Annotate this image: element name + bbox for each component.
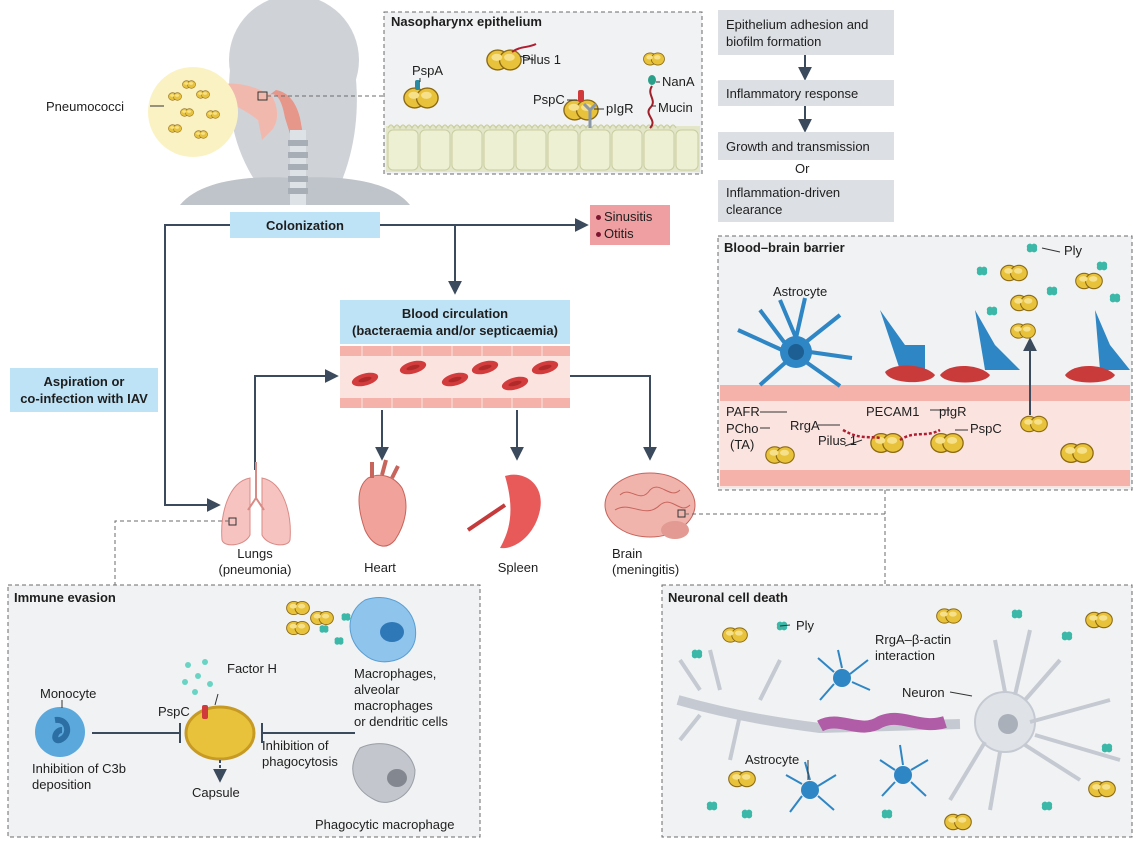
macrophages-label: Macrophages, alveolar macrophages or den… [354,666,448,730]
ta-label: (TA) [730,437,755,452]
pecam1-label: PECAM1 [866,404,920,419]
inhibition-phagocytosis-line1: Inhibition of [262,738,329,753]
pilus1-label: Pilus 1 [522,52,562,67]
sinusitis-label: Sinusitis [604,209,653,224]
blood-vessel-illustration [340,346,570,408]
flow-step-clearance: Inflammation-driven clearance [718,180,894,222]
blood-circulation-title: Blood circulation [401,306,509,321]
bullet-icon [596,215,601,221]
human-head-illustration [148,0,410,205]
rrga-actin-line1: RrgA–β-actin [875,632,952,647]
inhibition-phagocytosis-label: Inhibition of phagocytosis [262,738,338,770]
brain-label: Brain (meningitis) [612,546,679,578]
spleen-illustration [466,474,541,549]
inhibition-c3b-line1: Inhibition of C3b [32,761,126,776]
heart-illustration [358,459,407,547]
nasopharynx-panel-title: Nasopharynx epithelium [391,14,542,29]
inhibition-c3b-line2: deposition [32,777,92,792]
neuronal-panel-title: Neuronal cell death [668,590,788,605]
brain-illustration [604,472,696,539]
neuronal-ply-label: Ply [796,618,815,633]
immune-evasion-art [7,584,481,838]
flow-step-inflammatory: Inflammatory response [718,80,894,106]
bbb-pilus1-label: Pilus 1 [818,433,858,448]
pspa-label: PspA [412,63,444,78]
mucin-label: Mucin [658,100,693,115]
rrga-actin-label: RrgA–β-actin interaction [875,632,951,664]
neuron-label: Neuron [902,685,945,700]
bbb-panel-title: Blood–brain barrier [724,240,845,255]
macrophages-line1: Macrophages, [354,666,437,681]
lungs-condition: (pneumonia) [218,562,292,577]
inhibition-phagocytosis-line2: phagocytosis [262,754,338,769]
rrga-actin-line2: interaction [875,648,935,663]
capsule-label: Capsule [192,785,240,800]
pneumococci-label: Pneumococci [46,99,125,114]
macrophages-line3: macrophages [354,698,433,713]
otitis-label: Otitis [604,226,634,241]
sinusitis-otitis-box: Sinusitis Otitis [590,205,670,245]
immune-pspc-label: PspC [158,704,190,719]
bbb-pigr-label: pIgR [939,404,967,419]
label-leader-lines [61,55,1061,780]
bbb-ply-label: Ply [1064,243,1083,258]
lungs-name: Lungs [237,546,273,561]
macrophages-line4: or dendritic cells [354,714,448,729]
pspc-label: PspC [533,92,565,107]
blood-brain-barrier-art [717,235,1133,491]
lungs-label: Lungs (pneumonia) [205,546,305,578]
monocyte-label: Monocyte [40,686,97,701]
aspiration-line1: Aspiration or [43,374,125,389]
panel-connectors [114,490,886,585]
flow-step-growth: Growth and transmission [718,132,894,160]
bbb-astrocyte-label: Astrocyte [773,284,828,299]
immune-panel-title: Immune evasion [14,590,116,605]
inhibition-c3b-label: Inhibition of C3b deposition [32,761,126,793]
aspiration-line2: co-infection with IAV [20,391,148,406]
neuronal-cell-death-art [661,584,1133,838]
brain-name: Brain [612,546,643,561]
nana-label: NanA [662,74,695,89]
aspiration-box: Aspiration or co-infection with IAV [10,368,158,412]
blood-circulation-box: Blood circulation (bacteraemia and/or se… [340,300,570,344]
rrga-label: RrgA [790,418,820,433]
bullet-icon [596,232,601,238]
factor-h-label: Factor H [227,661,277,676]
pcho-label: PCho [726,421,759,436]
brain-condition: (meningitis) [612,562,680,577]
heart-label: Heart [364,560,396,575]
lungs-illustration [221,462,291,546]
flow-or-label: Or [795,161,810,176]
pafr-label: PAFR [726,404,760,419]
bbb-pspc-label: PspC [970,421,1002,436]
blood-circulation-subtitle: (bacteraemia and/or septicaemia) [352,323,558,338]
nasopharynx-epithelium-art [383,11,703,175]
macrophages-line2: alveolar [354,682,400,697]
colonization-box: Colonization [230,212,380,238]
flow-step-adhesion: Epithelium adhesion and biofilm formatio… [718,10,894,55]
main-flow-arrows [164,55,812,512]
spleen-label: Spleen [497,560,539,575]
phagocytic-macrophage-label: Phagocytic macrophage [315,817,455,832]
neuronal-astrocyte-label: Astrocyte [745,752,800,767]
pigr-label: pIgR [606,101,634,116]
